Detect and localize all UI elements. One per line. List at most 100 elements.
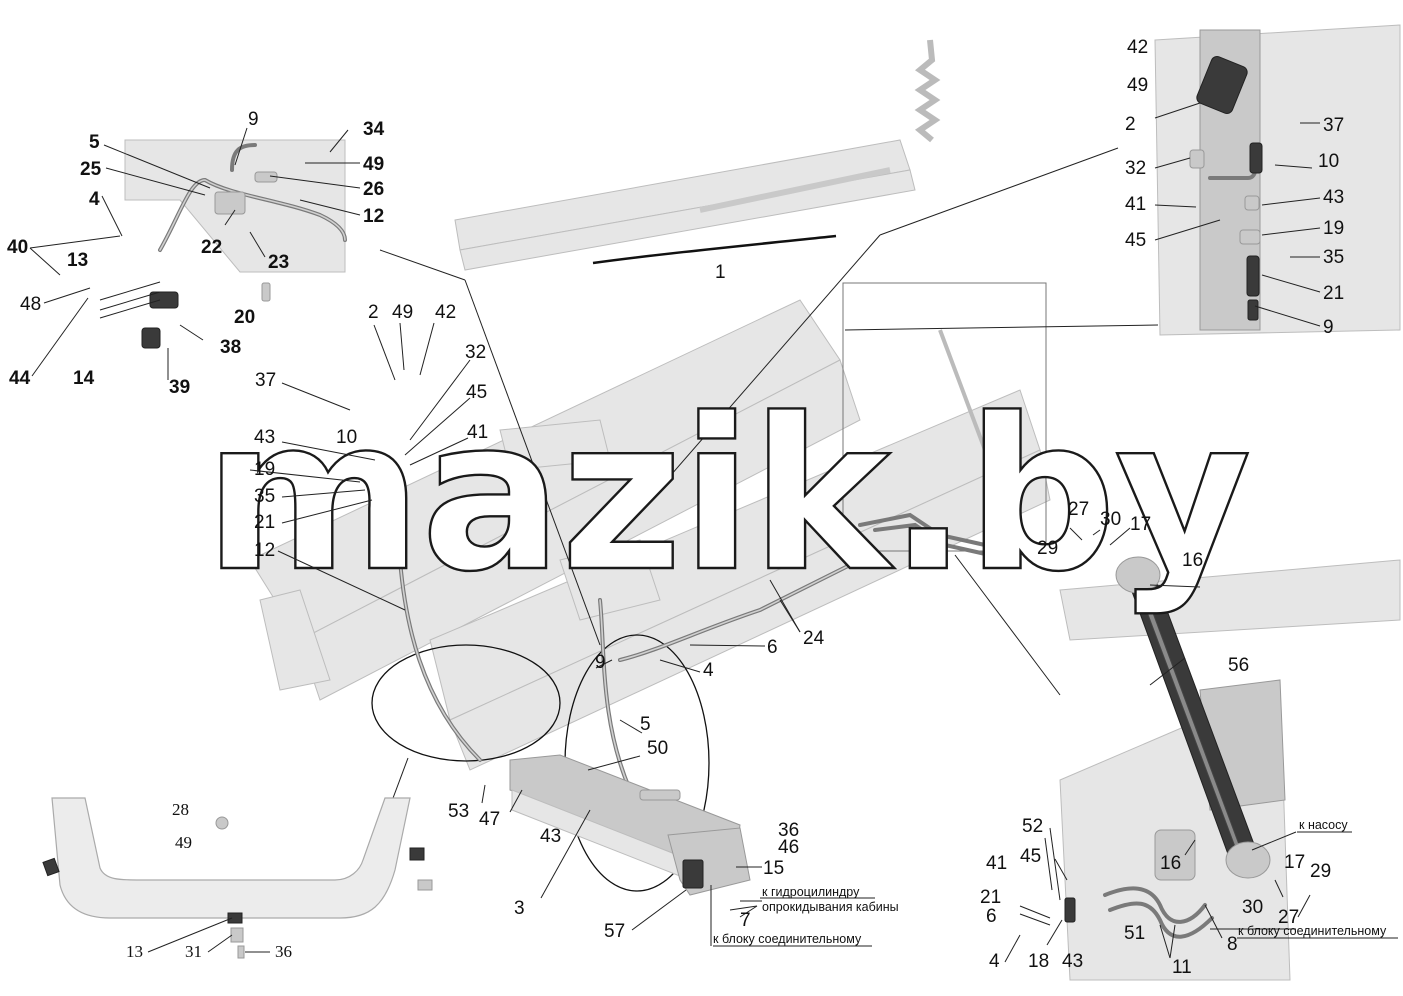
label-leaders [29,102,1321,963]
callout-23: 23 [268,252,289,273]
callout-24: 24 [803,628,825,649]
callout-37: 37 [255,370,276,391]
callout-28: 28 [172,800,189,819]
callout-6: 6 [986,906,997,927]
callout-49: 49 [1127,75,1148,96]
callout-9: 9 [1323,317,1334,338]
callout-53: 53 [448,801,469,822]
callout-27: 27 [1278,907,1299,928]
callout-27: 27 [1068,499,1089,520]
callout-labels: 5 25 4 9 34 49 26 12 22 23 20 40 13 48 4… [7,37,1398,978]
callout-15: 15 [763,858,784,879]
callout-57: 57 [604,921,625,942]
callout-40: 40 [7,237,28,258]
note-to-cylinder-1: к гидроцилиндру [762,885,860,899]
callout-42: 42 [1127,37,1148,58]
callout-2: 2 [1125,114,1136,135]
callout-46: 46 [778,837,799,858]
callout-50: 50 [647,738,668,759]
callout-45: 45 [1020,846,1041,867]
callout-13: 13 [126,942,143,961]
tilt-cylinder [1064,556,1271,939]
callout-10: 10 [336,427,357,448]
callout-3: 3 [514,898,525,919]
callout-4: 4 [89,189,100,210]
inset-u-bracket [42,797,433,959]
callout-42: 42 [435,302,456,323]
callout-29: 29 [1310,861,1331,882]
callout-48: 48 [20,294,41,315]
callout-7: 7 [740,910,751,931]
callout-31: 31 [185,942,202,961]
note-to-cylinder-2: опрокидывания кабины [762,900,899,914]
callout-38: 38 [220,337,241,358]
callout-2: 2 [368,302,379,323]
callout-32: 32 [1125,158,1146,179]
callout-4: 4 [703,660,714,681]
callout-45: 45 [1125,230,1146,251]
chassis-frame [249,24,1401,981]
callout-35: 35 [254,486,275,507]
callout-10: 10 [1318,151,1339,172]
callout-39: 39 [169,377,190,398]
callout-49: 49 [363,154,384,175]
callout-49: 49 [392,302,413,323]
note-to-block-center: к блоку соединительному [713,932,862,946]
callout-13: 13 [67,250,88,271]
callout-49: 49 [175,833,192,852]
central-hoses [398,558,862,896]
callout-21: 21 [254,512,275,533]
callout-11: 11 [1172,957,1192,978]
callout-6: 6 [767,637,778,658]
callout-14: 14 [73,368,95,389]
callout-21: 21 [980,887,1001,908]
callout-34: 34 [363,119,385,140]
callout-47: 47 [479,809,500,830]
callout-52: 52 [1022,816,1043,837]
callout-1: 1 [715,262,726,283]
callout-21: 21 [1323,283,1344,304]
callout-43: 43 [254,427,275,448]
callout-5: 5 [640,714,651,735]
callout-43: 43 [1323,187,1344,208]
callout-32: 32 [465,342,486,363]
callout-36: 36 [778,820,799,841]
spring-and-rod [592,39,941,265]
callout-43: 43 [1062,951,1083,972]
callout-56: 56 [1228,655,1249,676]
callout-12: 12 [254,540,275,561]
callout-25: 25 [80,159,102,180]
callout-18: 18 [1028,951,1049,972]
callout-5: 5 [89,132,100,153]
callout-44: 44 [9,368,31,389]
callout-29: 29 [1037,538,1058,559]
callout-45: 45 [466,382,487,403]
callout-8: 8 [1227,934,1238,955]
callout-19: 19 [1323,218,1344,239]
callout-19: 19 [254,459,275,480]
callout-51: 51 [1124,923,1145,944]
callout-30: 30 [1100,509,1121,530]
callout-20: 20 [234,307,255,328]
callout-35: 35 [1323,247,1344,268]
callout-43: 43 [540,826,561,847]
callout-9: 9 [248,109,259,130]
callout-41: 41 [467,422,488,443]
inset-cylinder-mount [1189,56,1263,321]
callout-41: 41 [986,853,1007,874]
note-to-block-right: к блоку соединительному [1238,924,1387,938]
detail-box-hydraulic-line [842,282,1047,557]
callout-17: 17 [1284,852,1305,873]
detail-connection-lines [367,147,1159,866]
callout-12: 12 [363,206,384,227]
callout-9: 9 [595,652,606,673]
callout-17: 17 [1130,514,1151,535]
callout-30: 30 [1242,897,1263,918]
callout-16: 16 [1160,853,1181,874]
callout-26: 26 [363,179,384,200]
inset-hose-assembly [99,139,347,349]
watermark: mazik.by [204,373,1249,618]
note-to-pump: к насосу [1299,818,1348,832]
